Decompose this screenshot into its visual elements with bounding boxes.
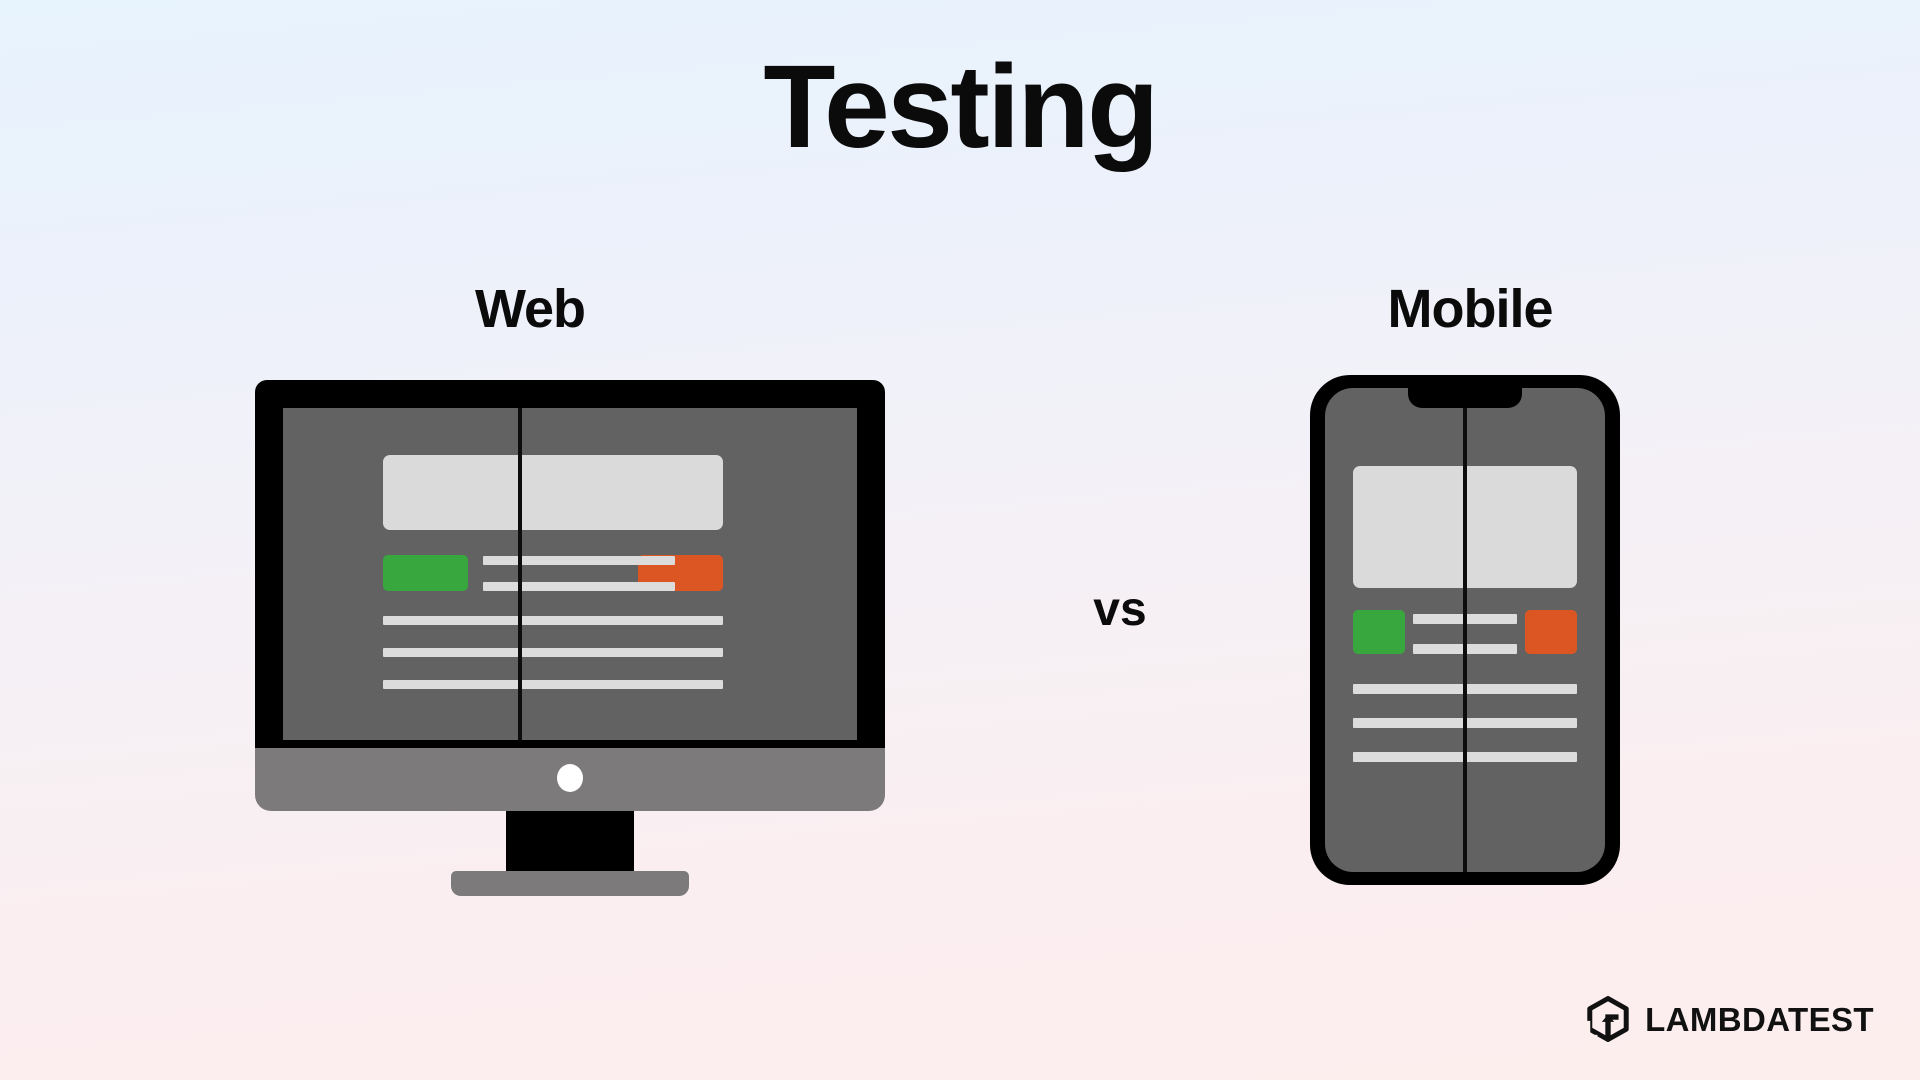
smartphone-illustration (1310, 375, 1620, 885)
phone-notch (1408, 388, 1522, 408)
monitor-text-bar (383, 680, 723, 689)
lambdatest-wordmark: LAMBDATEST (1645, 1000, 1874, 1038)
monitor-hero-block (383, 455, 723, 530)
mobile-column-label: Mobile (1387, 279, 1554, 339)
phone-screen (1325, 388, 1605, 872)
lambdatest-hexagon-arrow-icon (1585, 996, 1631, 1042)
monitor-text-bar (383, 648, 723, 657)
monitor-split-divider (518, 408, 522, 740)
monitor-camera-dot-icon (557, 764, 583, 792)
web-column-label: Web (474, 279, 586, 339)
versus-separator: vs (1093, 583, 1147, 636)
phone-primary-button (1353, 610, 1405, 654)
lambdatest-logo: LAMBDATEST (1585, 996, 1874, 1042)
page-title: Testing (763, 41, 1159, 173)
desktop-monitor-illustration (255, 380, 885, 900)
monitor-text-bar (383, 616, 723, 625)
phone-split-divider (1463, 388, 1467, 872)
monitor-stand-neck (506, 811, 634, 876)
monitor-text-bar (483, 556, 675, 565)
phone-secondary-button (1525, 610, 1577, 654)
monitor-stand-base (451, 871, 689, 896)
monitor-primary-button (383, 555, 468, 591)
monitor-screen (283, 408, 857, 740)
monitor-text-bar (483, 582, 675, 591)
